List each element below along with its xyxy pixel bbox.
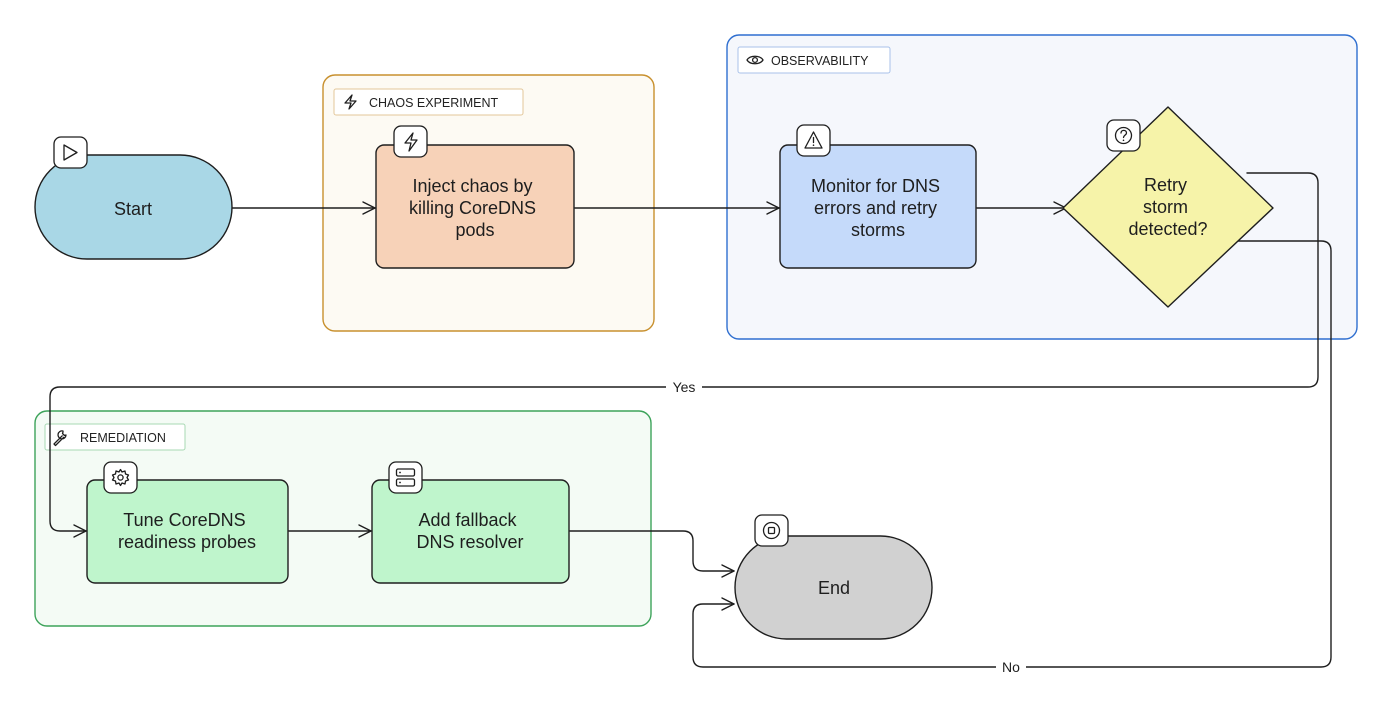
group-remediation-title: REMEDIATION [80,431,166,445]
node-end[interactable]: End [734,514,933,640]
node-start[interactable]: Start [34,136,233,260]
server-icon [388,461,423,494]
node-add-fallback[interactable]: Add fallback DNS resolver [371,461,570,584]
node-decision[interactable]: Retry storm detected? [1062,106,1274,308]
play-icon [53,136,88,169]
group-observability-title: OBSERVABILITY [771,54,869,68]
eye-icon [746,55,764,65]
node-inject-label: Inject chaos by killing CoreDNS pods [409,176,541,240]
wrench-icon [53,430,67,447]
edge-fallback-to-end [569,530,735,578]
node-tune-coredns[interactable]: Tune CoreDNS readiness probes [86,461,289,584]
svg-text:No: No [1002,659,1020,675]
warning-icon [796,124,831,157]
lightning-icon [393,125,428,158]
node-end-label: End [818,578,850,598]
question-icon [1106,119,1141,152]
edge-label-no: No [996,657,1026,677]
stop-icon [754,514,789,547]
group-chaos-title: CHAOS EXPERIMENT [369,96,499,110]
group-chaos-experiment-label: CHAOS EXPERIMENT [333,88,524,116]
group-observability-label: OBSERVABILITY [737,46,891,74]
lightning-icon [344,94,357,110]
node-start-label: Start [114,199,152,219]
node-fallback-label: Add fallback DNS resolver [416,510,523,552]
node-decision-label: Retry storm detected? [1128,175,1207,239]
node-inject-chaos[interactable]: Inject chaos by killing CoreDNS pods [375,125,575,269]
node-monitor-label: Monitor for DNS errors and retry storms [811,176,945,240]
node-tune-label: Tune CoreDNS readiness probes [118,510,256,552]
group-remediation-label: REMEDIATION [44,423,186,451]
edge-label-yes: Yes [666,377,702,397]
edges: Yes No [49,172,1332,677]
gear-icon [103,461,138,494]
svg-text:Yes: Yes [673,379,696,395]
node-monitor[interactable]: Monitor for DNS errors and retry storms [779,124,977,269]
